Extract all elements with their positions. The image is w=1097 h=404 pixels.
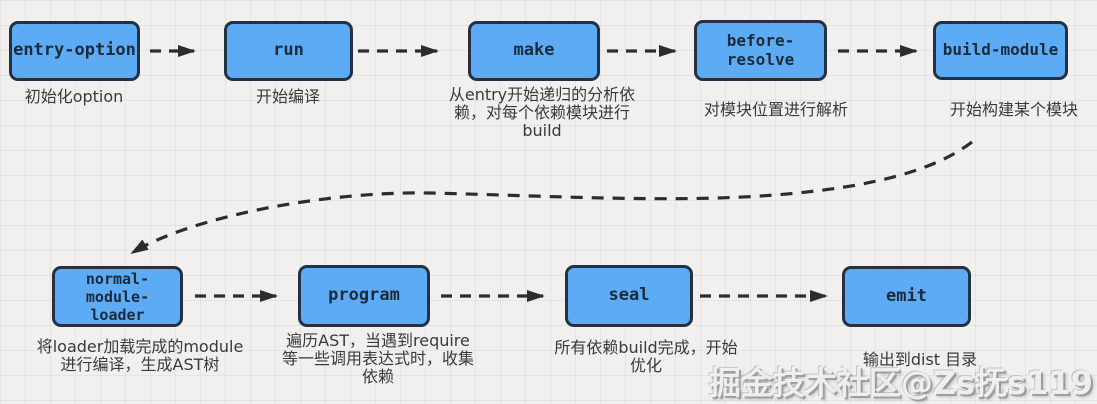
node-label: run	[273, 40, 304, 61]
watermark: 掘金技术社区@Zs抚s119	[708, 364, 1093, 402]
caption-emit: 输出到dist 目录	[862, 350, 978, 369]
caption-build-module: 开始构建某个模块	[949, 100, 1079, 119]
caption-run: 开始编译	[255, 87, 321, 106]
node-label: emit	[886, 285, 927, 306]
node-emit: emit	[842, 266, 971, 327]
caption-make: 从entry开始递归的分析依 赖，对每个依赖模块进行 build	[448, 85, 636, 140]
node-label: before-	[726, 31, 795, 51]
caption-normal-module-loader: 将loader加载完成的module 进行编译，生成AST树	[36, 337, 244, 374]
node-seal: seal	[565, 265, 693, 327]
node-entry-option: entry-option	[9, 21, 140, 81]
arrow-build-module-to-normal-module-loader	[130, 140, 973, 255]
node-label: entry-option	[13, 40, 136, 61]
node-before-resolve: before- resolve	[694, 20, 827, 81]
caption-program: 遍历AST，当遇到require 等一些调用表达式时，收集 依赖	[281, 331, 475, 386]
node-run: run	[224, 21, 353, 81]
node-label: make	[513, 40, 555, 61]
node-label: resolve	[726, 49, 795, 69]
node-label: build-module	[942, 40, 1059, 60]
node-label: normal-	[85, 269, 150, 288]
node-program: program	[298, 265, 430, 327]
node-build-module: build-module	[933, 21, 1068, 80]
node-make: make	[468, 21, 600, 81]
caption-entry-option: 初始化option	[24, 87, 124, 106]
node-label: seal	[608, 285, 650, 306]
node-normal-module-loader: normal- module- loader	[52, 266, 183, 327]
caption-seal: 所有依赖build完成，开始 优化	[554, 338, 738, 375]
node-label: loader	[90, 305, 145, 324]
node-label: program	[328, 285, 400, 306]
node-label: module-	[85, 287, 150, 306]
caption-before-resolve: 对模块位置进行解析	[703, 100, 849, 119]
